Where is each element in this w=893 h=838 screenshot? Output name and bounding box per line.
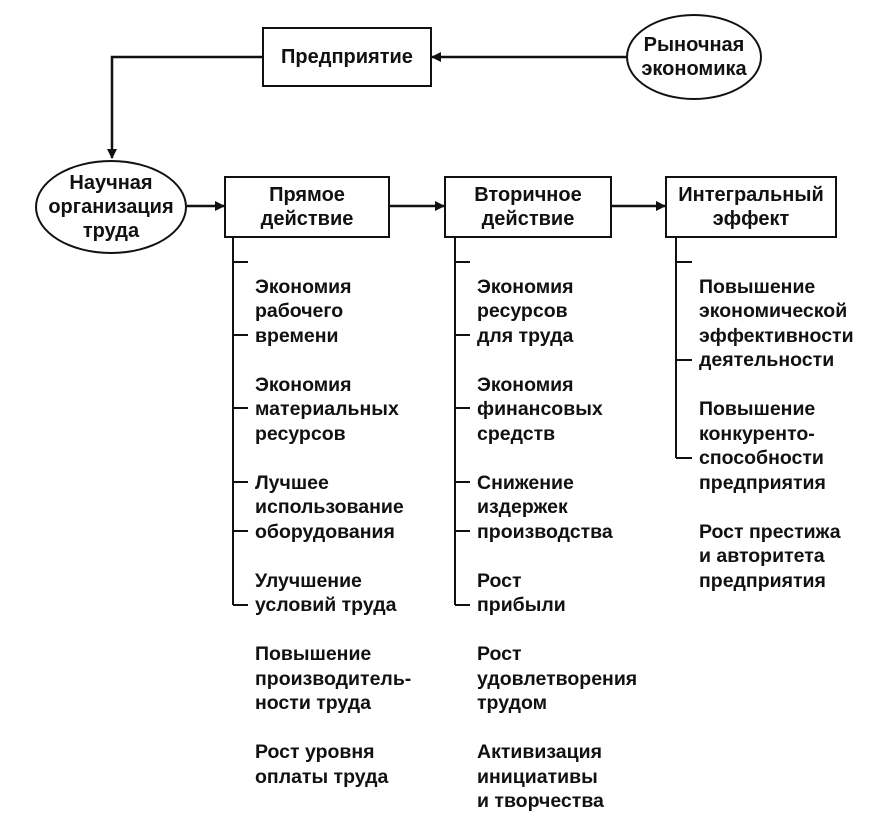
arrow-enterprise-to-science: [107, 55, 262, 159]
secondary-action-label: Вторичное действие: [474, 184, 582, 230]
secondary-action-list: Экономия ресурсов для труда Экономия фин…: [477, 250, 637, 838]
list-item: Повышение производитель- ности труда: [255, 643, 412, 714]
secondary-action-box: Вторичное действие: [444, 176, 612, 238]
list-item: Лучшее использование оборудования: [255, 471, 404, 543]
enterprise-box: Предприятие: [262, 27, 432, 87]
list-item: Рост прибыли: [477, 569, 566, 617]
list-item: Экономия финансовых средств: [477, 373, 603, 445]
integral-effect-label: Интегральный эффект: [678, 184, 824, 230]
secondary-list-bracket: [454, 238, 470, 606]
list-item: Активизация инициативы и творчества: [477, 741, 604, 812]
list-item: Рост уровня оплаты труда: [255, 741, 389, 788]
direct-action-label: Прямое действие: [260, 184, 354, 230]
integral-effect-list: Повышение экономической эффективности де…: [699, 250, 854, 618]
list-item: Снижение издержек производства: [477, 471, 613, 543]
list-item: Экономия материальных ресурсов: [255, 373, 399, 445]
scientific-organization-label: Научная организация труда: [48, 172, 174, 242]
market-economy-label: Рыночная экономика: [641, 34, 747, 80]
list-item: Повышение экономической эффективности де…: [699, 275, 854, 372]
market-economy-ellipse: Рыночная экономика: [626, 14, 762, 100]
list-item: Улучшение условий труда: [255, 569, 397, 617]
list-item: Рост удовлетворения трудом: [477, 643, 638, 714]
enterprise-label: Предприятие: [281, 46, 413, 68]
list-item: Повышение конкуренто- способности предпр…: [699, 398, 826, 494]
scientific-organization-ellipse: Научная организация труда: [35, 160, 187, 254]
integral-effect-box: Интегральный эффект: [665, 176, 837, 238]
list-item: Рост престижа и авторитета предприятия: [699, 520, 841, 592]
direct-action-list: Экономия рабочего времени Экономия матер…: [255, 250, 411, 814]
direct-list-bracket: [232, 238, 248, 606]
list-item: Экономия ресурсов для труда: [477, 275, 574, 347]
integral-list-bracket: [675, 238, 692, 459]
list-item: Экономия рабочего времени: [255, 275, 352, 347]
direct-action-box: Прямое действие: [224, 176, 390, 238]
